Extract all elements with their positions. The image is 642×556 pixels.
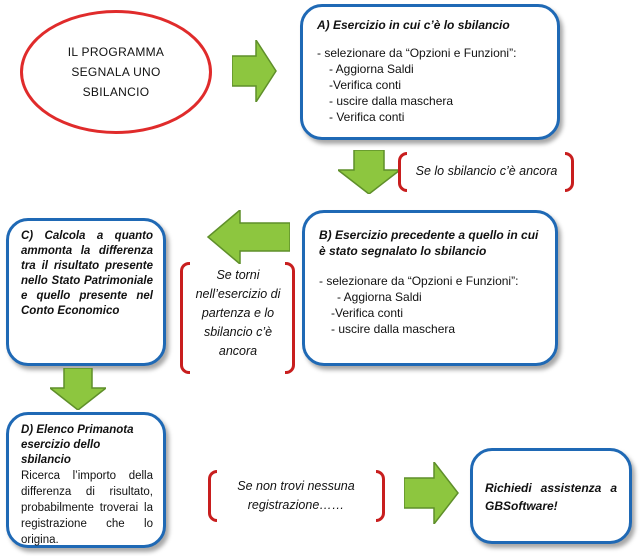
box-b-item-1: - Aggiorna Saldi: [337, 290, 422, 304]
box-a-item-2: -Verifica conti: [329, 78, 402, 92]
note-2: Se torni nell’esercizio di partenza e lo…: [190, 266, 286, 361]
box-d: D) Elenco Primanota esercizio dello sbil…: [6, 412, 166, 548]
box-a: A) Esercizio in cui c’è lo sbilancio - s…: [300, 4, 560, 140]
start-line-1: IL PROGRAMMA: [67, 45, 165, 59]
note-3: Se non trovi nessuna registrazione……: [216, 477, 376, 515]
box-d-title: D) Elenco Primanota esercizio dello sbil…: [21, 424, 134, 466]
note-1-brace-left: [398, 152, 407, 192]
note-2-line-4: sbilancio c’è: [203, 325, 273, 339]
note-3-brace-right: [376, 470, 385, 522]
note-3-brace-left: [208, 470, 217, 522]
start-line-2: SEGNALA UNO: [71, 65, 161, 79]
note-2-line-1: Se torni: [216, 268, 260, 282]
box-b-title: B) Esercizio precedente a quello in cui …: [319, 228, 539, 258]
box-c: C) Calcola a quanto ammonta la differenz…: [6, 218, 166, 366]
arrow-down-1: [338, 150, 400, 194]
box-a-item-3: - uscire dalla maschera: [329, 94, 454, 108]
start-ellipse: IL PROGRAMMA SEGNALA UNO SBILANCIO: [20, 10, 212, 134]
arrow-left-1: [206, 210, 290, 264]
note-2-brace-right: [285, 262, 295, 374]
box-a-intro: - selezionare da “Opzioni e Funzioni”:: [317, 46, 517, 60]
box-b-item-2: -Verifica conti: [331, 306, 404, 320]
box-b-intro: - selezionare da “Opzioni e Funzioni”:: [319, 274, 519, 288]
box-a-title: A) Esercizio in cui c’è lo sbilancio: [317, 18, 510, 32]
note-1-brace-right: [565, 152, 574, 192]
box-e: Richiedi assistenza a GBSoftware!: [470, 448, 632, 544]
note-2-line-3: partenza e lo: [201, 306, 275, 320]
arrow-down-2: [50, 368, 106, 410]
note-2-line-2: nell’esercizio di: [195, 287, 281, 301]
note-3-line-2: registrazione……: [247, 498, 345, 512]
note-2-brace-left: [180, 262, 190, 374]
note-1: Se lo sbilancio c’è ancora: [415, 164, 558, 178]
note-3-line-1: Se non trovi nessuna: [237, 479, 355, 493]
box-c-title: C) Calcola a quanto ammonta la differenz…: [21, 230, 153, 317]
box-b-item-3: - uscire dalla maschera: [331, 322, 456, 336]
start-line-3: SBILANCIO: [82, 85, 150, 99]
box-e-title: Richiedi assistenza a GBSoftware!: [485, 481, 617, 513]
box-d-body: Ricerca l’importo della differenza di ri…: [21, 470, 153, 546]
note-2-line-5: ancora: [218, 344, 258, 358]
box-b: B) Esercizio precedente a quello in cui …: [302, 210, 558, 366]
arrow-right-1: [232, 40, 278, 102]
arrow-right-2: [404, 462, 460, 524]
box-a-item-1: - Aggiorna Saldi: [329, 62, 414, 76]
box-a-item-4: - Verifica conti: [329, 110, 405, 124]
